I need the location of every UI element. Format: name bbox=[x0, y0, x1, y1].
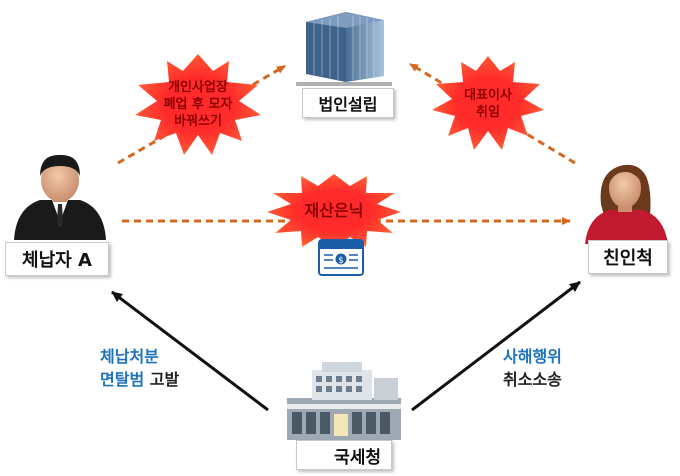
burst-business-swap-line-3: 바꿔쓰기 bbox=[174, 113, 222, 129]
burst-business-swap bbox=[135, 54, 261, 155]
arrow-nts-to-taxpayer bbox=[111, 290, 269, 412]
right-action-text: 사해행위 취소소송 bbox=[503, 345, 562, 391]
government-building-icon bbox=[287, 362, 401, 440]
burst-ceo-line-2: 취임 bbox=[476, 104, 500, 120]
burst-ceo-line-1: 대표이사 bbox=[464, 88, 512, 103]
svg-text:$: $ bbox=[338, 256, 344, 266]
right-action-line-2: 취소소송 bbox=[503, 370, 562, 390]
relative-label: 친인척 bbox=[588, 240, 668, 274]
building-icon bbox=[296, 12, 392, 86]
left-action-line-2-blue: 면탈범 bbox=[100, 370, 145, 390]
corporation-label-text: 법인설립 bbox=[318, 95, 378, 114]
left-action-line-2-black: 고발 bbox=[144, 370, 180, 390]
corporation-label: 법인설립 bbox=[302, 88, 394, 118]
woman-icon bbox=[585, 164, 668, 244]
taxpayer-label: 체납자 A bbox=[5, 242, 109, 276]
burst-asset-hiding-line: 재산은닉 bbox=[304, 201, 364, 220]
burst-business-swap-line-1: 개인사업장 bbox=[168, 80, 228, 95]
arrow-nts-to-relative bbox=[411, 280, 581, 412]
burst-asset-hiding-text: 재산은닉 bbox=[289, 201, 379, 222]
burst-ceo-text: 대표이사 취임 bbox=[448, 88, 528, 122]
burst-ceo bbox=[432, 56, 544, 150]
nts-label: 국세청 bbox=[296, 440, 392, 470]
left-action-text: 체납처분 면탈범 고발 bbox=[100, 345, 179, 391]
nts-label-text: 국세청 bbox=[334, 447, 381, 468]
relative-label-text: 친인척 bbox=[603, 248, 653, 269]
businessman-icon bbox=[14, 154, 106, 240]
taxpayer-label-text: 체납자 A bbox=[22, 250, 92, 271]
receipt-icon: $ bbox=[318, 239, 364, 276]
left-action-line-1: 체납처분 bbox=[100, 347, 159, 366]
burst-business-swap-text: 개인사업장 폐업 후 모자 바꿔쓰기 bbox=[148, 80, 248, 131]
right-action-line-1: 사해행위 bbox=[503, 347, 562, 366]
burst-business-swap-line-2: 폐업 후 모자 bbox=[163, 96, 233, 112]
burst-asset-hiding bbox=[267, 174, 401, 248]
